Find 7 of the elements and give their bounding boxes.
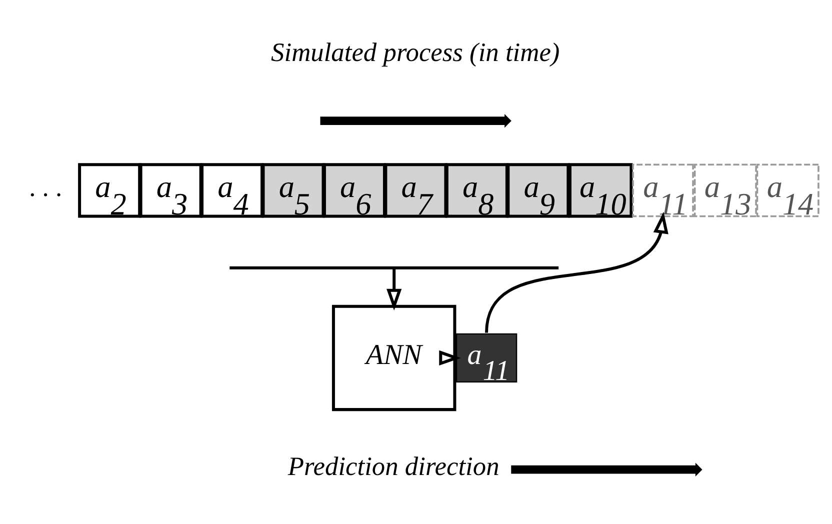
- arrow: [386, 268, 402, 310]
- arrow: [439, 350, 461, 366]
- arrow: [485, 211, 668, 332]
- label: Simulated process (in time): [271, 36, 560, 66]
- node-brace: [230, 266, 559, 269]
- label: . . .: [30, 171, 63, 202]
- label: Prediction direction: [288, 450, 500, 481]
